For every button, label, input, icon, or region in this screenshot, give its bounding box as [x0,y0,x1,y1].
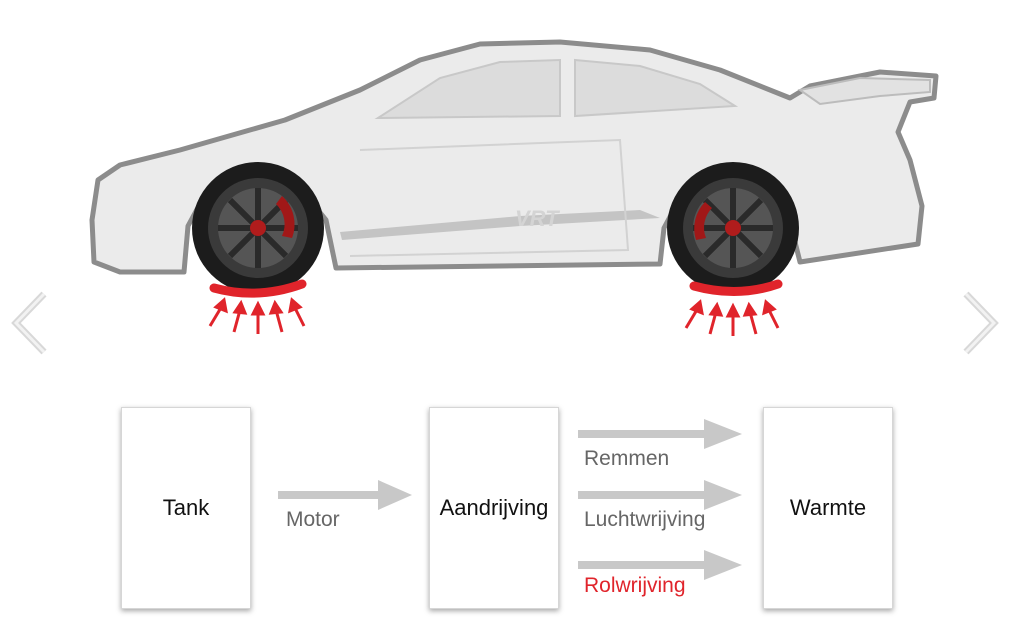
air-friction-arrow [578,480,742,510]
drivetrain-label: Aandrijving [439,495,549,520]
chevron-left-icon [11,291,47,355]
car-decal: VRT [515,206,560,231]
next-slide-button[interactable] [954,288,1004,358]
motor-label: Motor [286,508,340,531]
car-svg: VRT [89,39,939,336]
rolling-friction-arrow [578,550,742,580]
chevron-right-icon [963,291,999,355]
heat-node: Warmte [763,407,893,609]
front-wheel [192,162,324,294]
front-force-arrows [208,297,306,334]
previous-slide-button[interactable] [6,288,56,358]
air-friction-label: Luchtwrijving [584,508,706,531]
rolling-friction-label: Rolwrijving [584,574,686,597]
tank-label: Tank [162,495,210,520]
rear-force-arrows [684,299,780,336]
rear-contact-patch [689,279,783,296]
tank-node: Tank [121,407,251,609]
motor-arrow [278,480,412,510]
brakes-label: Remmen [584,447,670,470]
brakes-arrow [578,419,742,449]
car-illustration: VRT [89,39,939,336]
rear-wheel [667,162,799,294]
heat-label: Warmte [789,495,867,520]
drivetrain-node: Aandrijving [429,407,559,609]
front-contact-patch [209,279,307,298]
